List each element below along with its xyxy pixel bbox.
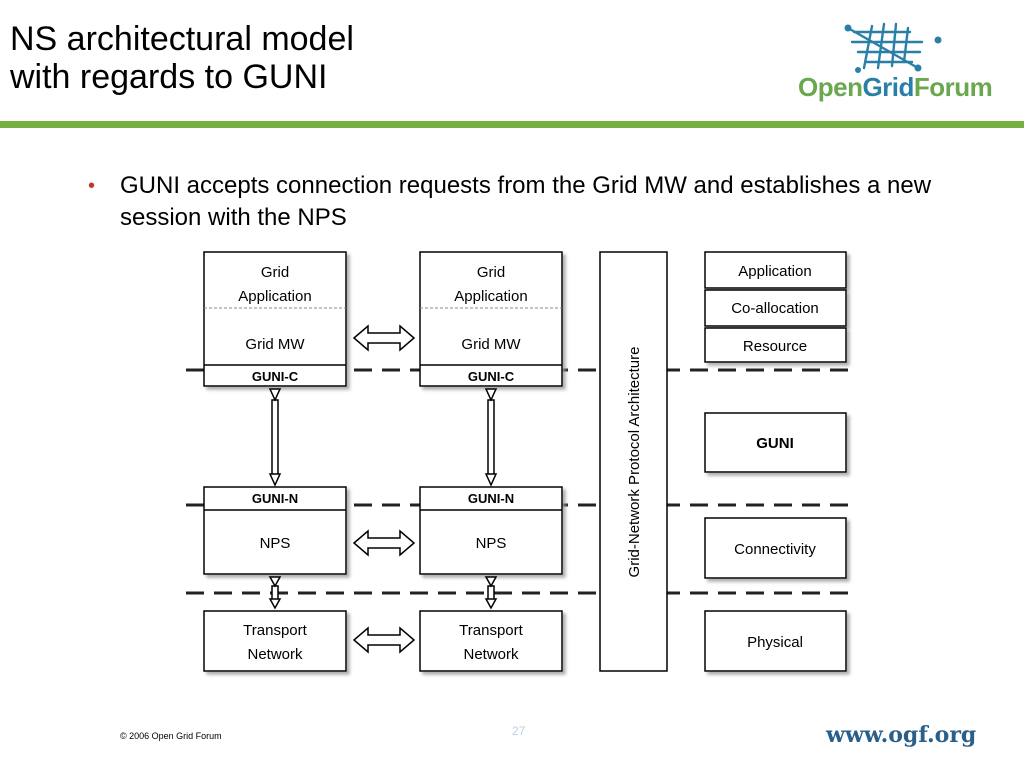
protocol-architecture-rect [599,251,668,672]
left-transport-box [203,610,347,672]
title-line-2: with regards to GUNI [10,58,328,96]
left-grid-app-box [203,251,347,387]
left-grid-mw-label: Grid MW [245,336,305,353]
arrow-gridmw-horizontal [352,324,416,352]
bullet-text: GUNI accepts connection requests from th… [120,172,932,231]
logo-open: Open [798,72,863,102]
layer-physical-label: Physical [747,634,803,651]
right-guni-c-label: GUNI-C [468,369,515,384]
protocol-architecture-box: Grid-Network Protocol Architecture [599,251,668,672]
left-guni-n-label: GUNI-N [252,491,298,506]
layer-connectivity-box [704,517,847,579]
right-transport-label-1: Transport [459,622,523,639]
layer-application-box [704,251,847,289]
layer-resource-label: Resource [743,338,807,355]
left-grid-app-label-2: Application [238,288,311,305]
protocol-architecture-label: Grid-Network Protocol Architecture [626,347,643,578]
arrow-transport-horizontal [352,626,416,654]
arrow-right-nps-transport [484,576,498,610]
arrow-nps-horizontal [352,529,416,557]
layer-application-label: Application [738,263,811,280]
right-nps-label: NPS [476,535,507,552]
right-guni-n-label: GUNI-N [468,491,514,506]
left-transport-label-2: Network [247,646,303,663]
ogf-logo-text: OpenGridForum [798,72,993,103]
left-guni-c-label: GUNI-C [252,369,299,384]
architecture-diagram: Grid Application Grid MW GUNI-C GUNI-N N… [186,251,852,672]
right-grid-app-label: Grid [477,264,505,281]
page-number: 27 [512,724,526,738]
right-nps-box [419,486,563,575]
layer-physical-box [704,610,847,672]
left-nps-box [203,486,347,575]
layer-coallocation-label: Co-allocation [731,300,819,317]
layer-guni-label: GUNI [756,435,794,452]
left-grid-app-label: Grid [261,264,289,281]
left-stack: Grid Application Grid MW GUNI-C GUNI-N N… [203,251,347,672]
layer-resource-box [704,327,847,363]
logo-grid: Grid [862,72,914,102]
right-grid-app-box [419,251,563,387]
footer-url[interactable]: www.ogf.org [826,722,977,748]
slide-title: NS architectural model with regards to G… [10,20,354,96]
arrow-right-gunic-gunin [484,388,498,487]
arrow-left-nps-transport [268,576,282,610]
right-grid-app-label-2: Application [454,288,527,305]
right-transport-label-2: Network [463,646,519,663]
ogf-grid-logo-icon [844,22,942,73]
right-transport-box [419,610,563,672]
left-transport-label-1: Transport [243,622,307,639]
bullet-icon: • [88,175,96,197]
title-line-1: NS architectural model [10,20,354,58]
left-nps-label: NPS [260,535,291,552]
logo-forum: Forum [913,72,993,102]
layer-guni-box [704,412,847,473]
right-grid-mw-label: Grid MW [461,336,521,353]
layer-coallocation-box [704,289,847,327]
right-stack: Grid Application Grid MW GUNI-C GUNI-N N… [419,251,563,672]
protocol-layers: Application Co-allocation Resource GUNI … [704,251,847,672]
layer-connectivity-label: Connectivity [734,541,816,558]
title-divider [0,121,1024,128]
arrow-left-gunic-gunin [268,388,282,487]
footer-copyright: © 2006 Open Grid Forum [120,731,222,741]
